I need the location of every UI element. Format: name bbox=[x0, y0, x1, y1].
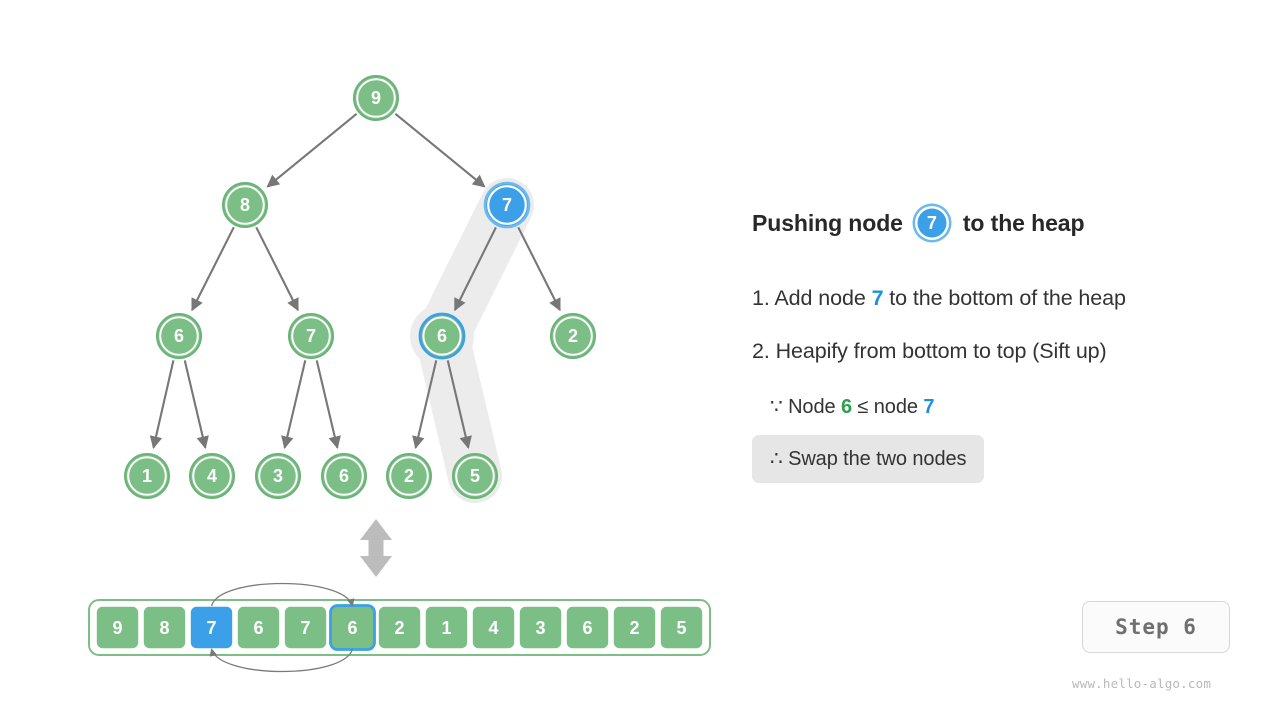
tree-node-value: 6 bbox=[437, 326, 447, 346]
tree-node[interactable]: 1 bbox=[125, 454, 169, 498]
swap-arrow-backward bbox=[212, 649, 353, 672]
reason-prefix: Node bbox=[783, 396, 841, 418]
array-cell-value: 6 bbox=[253, 618, 263, 638]
tree-node-value: 1 bbox=[142, 466, 152, 486]
title-suffix: to the heap bbox=[963, 210, 1085, 237]
title-node-badge: 7 bbox=[915, 206, 949, 240]
array-cell[interactable]: 6 bbox=[331, 606, 375, 650]
reason-line: ∵ Node 6 ≤ node 7 bbox=[770, 394, 1252, 419]
array-cell[interactable]: 9 bbox=[96, 606, 140, 650]
tree-node-value: 2 bbox=[568, 326, 578, 346]
tree-nodes: 9 8 7 6 7 6 2 1 4 3 6 2 5 bbox=[125, 76, 595, 498]
step-1-prefix: 1. Add node bbox=[752, 286, 872, 310]
tree-edge bbox=[192, 227, 234, 310]
tree-node-value: 2 bbox=[404, 466, 414, 486]
array-cell-value: 5 bbox=[676, 618, 686, 638]
step-item-2: 2. Heapify from bottom to top (Sift up) bbox=[752, 339, 1252, 364]
tree-node-value: 7 bbox=[306, 326, 316, 346]
explanation-panel: Pushing node 7 to the heap 1. Add node 7… bbox=[752, 206, 1252, 483]
tree-node[interactable]: 6 bbox=[420, 314, 464, 358]
tree-node-value: 3 bbox=[273, 466, 283, 486]
reason-because-symbol: ∵ bbox=[770, 396, 783, 418]
tree-edge bbox=[285, 360, 306, 447]
array-cell[interactable]: 3 bbox=[519, 606, 563, 650]
array-cell-value: 7 bbox=[206, 618, 216, 638]
array-cell[interactable]: 2 bbox=[378, 606, 422, 650]
conclusion-text: Swap the two nodes bbox=[783, 448, 967, 470]
step-item-1: 1. Add node 7 to the bottom of the heap bbox=[752, 286, 1252, 311]
tree-edge bbox=[153, 360, 173, 447]
array-cell[interactable]: 6 bbox=[237, 606, 281, 650]
reason-right-value: 7 bbox=[923, 396, 934, 418]
array-cell[interactable]: 5 bbox=[660, 606, 704, 650]
tree-node[interactable]: 9 bbox=[354, 76, 398, 120]
array-cell-value: 8 bbox=[159, 618, 169, 638]
step-1-value: 7 bbox=[872, 286, 884, 310]
reason-left-value: 6 bbox=[841, 396, 852, 418]
array-cell-value: 7 bbox=[300, 618, 310, 638]
tree-node-value: 8 bbox=[240, 195, 250, 215]
array-cell-value: 2 bbox=[629, 618, 639, 638]
page-title: Pushing node 7 to the heap bbox=[752, 206, 1252, 240]
tree-node[interactable]: 6 bbox=[157, 314, 201, 358]
step-2-prefix: 2. Heapify from bottom to top (Sift up) bbox=[752, 339, 1107, 363]
tree-edge bbox=[317, 360, 338, 447]
tree-node[interactable]: 5 bbox=[453, 454, 497, 498]
array-cell[interactable]: 4 bbox=[472, 606, 516, 650]
tree-edge bbox=[395, 114, 484, 187]
step-badge-label: Step 6 bbox=[1115, 615, 1197, 639]
tree-node-value: 5 bbox=[470, 466, 480, 486]
conclusion-line: ∴ Swap the two nodes bbox=[752, 435, 984, 483]
double-arrow-vertical-icon bbox=[360, 519, 392, 577]
tree-node-value: 4 bbox=[207, 466, 217, 486]
tree-node-value: 6 bbox=[174, 326, 184, 346]
reason-middle: ≤ node bbox=[852, 396, 923, 418]
step-badge: Step 6 bbox=[1082, 601, 1230, 653]
tree-node-value: 6 bbox=[339, 466, 349, 486]
tree-node[interactable]: 8 bbox=[223, 183, 267, 227]
tree-node[interactable]: 2 bbox=[551, 314, 595, 358]
tree-node[interactable]: 2 bbox=[387, 454, 431, 498]
tree-edge bbox=[185, 360, 206, 447]
array-cell[interactable]: 2 bbox=[613, 606, 657, 650]
tree-node[interactable]: 7 bbox=[485, 183, 529, 227]
array-cell[interactable]: 1 bbox=[425, 606, 469, 650]
conclusion-therefore-symbol: ∴ bbox=[770, 448, 783, 470]
array-cell-value: 3 bbox=[535, 618, 545, 638]
tree-node-value: 7 bbox=[502, 195, 512, 215]
array-cell[interactable]: 6 bbox=[566, 606, 610, 650]
watermark: www.hello-algo.com bbox=[1072, 676, 1211, 691]
steps-list: 1. Add node 7 to the bottom of the heap … bbox=[752, 286, 1252, 364]
array-cell[interactable]: 7 bbox=[190, 606, 234, 650]
title-prefix: Pushing node bbox=[752, 210, 903, 237]
array-cell-value: 9 bbox=[112, 618, 122, 638]
tree-node[interactable]: 4 bbox=[190, 454, 234, 498]
array-cell-value: 4 bbox=[488, 618, 498, 638]
tree-node-value: 9 bbox=[371, 88, 381, 108]
swap-arrow-forward bbox=[212, 584, 353, 607]
array-cell-value: 6 bbox=[582, 618, 592, 638]
array-cells: 9 8 7 6 7 6 2 1 4 3 6 2 5 bbox=[96, 606, 704, 650]
array-cell[interactable]: 8 bbox=[143, 606, 187, 650]
tree-edge bbox=[256, 227, 298, 310]
array-cell-value: 2 bbox=[394, 618, 404, 638]
array-cell-value: 1 bbox=[441, 618, 451, 638]
tree-node[interactable]: 3 bbox=[256, 454, 300, 498]
array-cell-value: 6 bbox=[347, 618, 357, 638]
tree-node[interactable]: 7 bbox=[289, 314, 333, 358]
tree-edge bbox=[267, 114, 356, 187]
step-1-suffix: to the bottom of the heap bbox=[883, 286, 1125, 310]
tree-edge bbox=[518, 227, 560, 310]
tree-node[interactable]: 6 bbox=[322, 454, 366, 498]
array-cell[interactable]: 7 bbox=[284, 606, 328, 650]
